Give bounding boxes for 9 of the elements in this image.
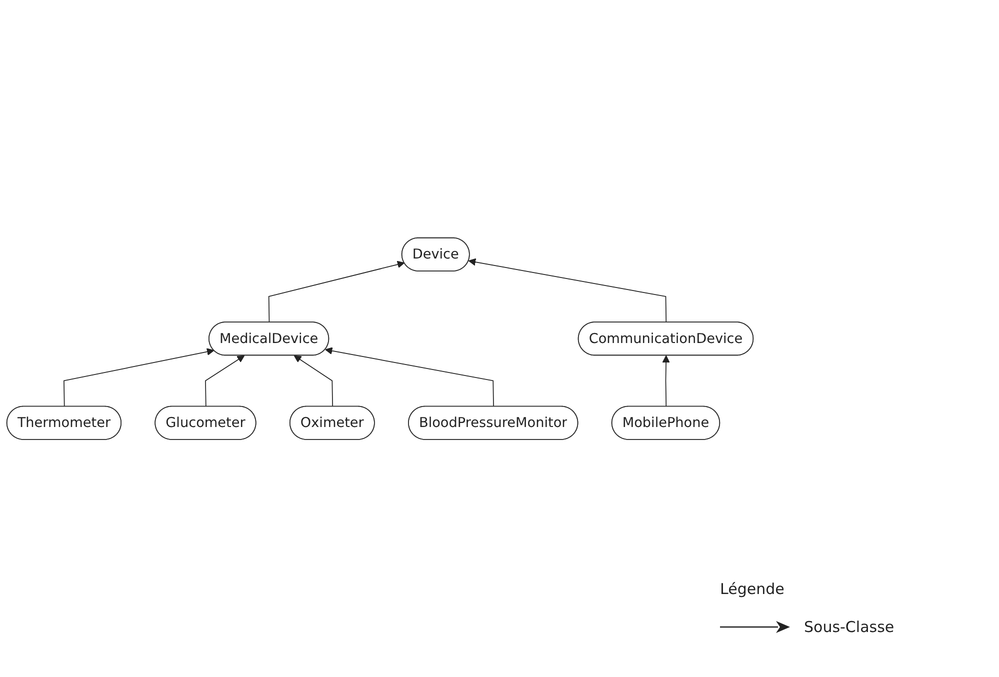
arrow (468, 258, 667, 323)
arrow (205, 355, 245, 407)
legend-title: Légende (720, 580, 786, 598)
arrow (662, 355, 670, 407)
arrow (294, 355, 333, 407)
legend-text: Sous-Classe (804, 618, 894, 636)
arrow (64, 348, 214, 407)
arrow (268, 260, 405, 323)
arrow (325, 347, 494, 407)
